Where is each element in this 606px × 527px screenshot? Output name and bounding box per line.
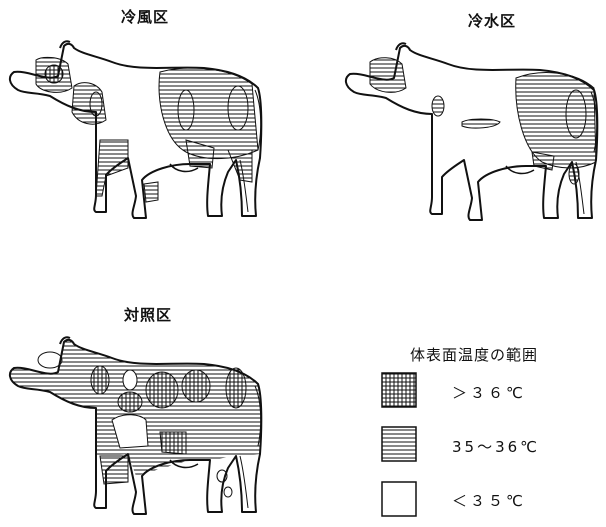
panel-title-control: 対照区 xyxy=(124,306,173,324)
panel-title-cold-water: 冷水区 xyxy=(468,12,517,30)
cow-diagram-cold-water xyxy=(344,42,599,221)
legend-swatch-crosshatch xyxy=(381,372,417,408)
legend-label-below-35: ＜３５℃ xyxy=(452,492,526,510)
panel-title-cold-air: 冷風区 xyxy=(121,8,170,26)
legend-swatch-horizontal-lines xyxy=(381,426,417,462)
legend-label-above-36: ＞３６℃ xyxy=(452,384,526,402)
legend-swatch-blank xyxy=(381,481,417,517)
cow-diagram-cold-air xyxy=(8,40,263,219)
legend-label-35-36: 35～36℃ xyxy=(452,438,541,456)
legend-title: 体表面温度の範囲 xyxy=(410,346,539,364)
cow-diagram-control xyxy=(8,336,263,515)
